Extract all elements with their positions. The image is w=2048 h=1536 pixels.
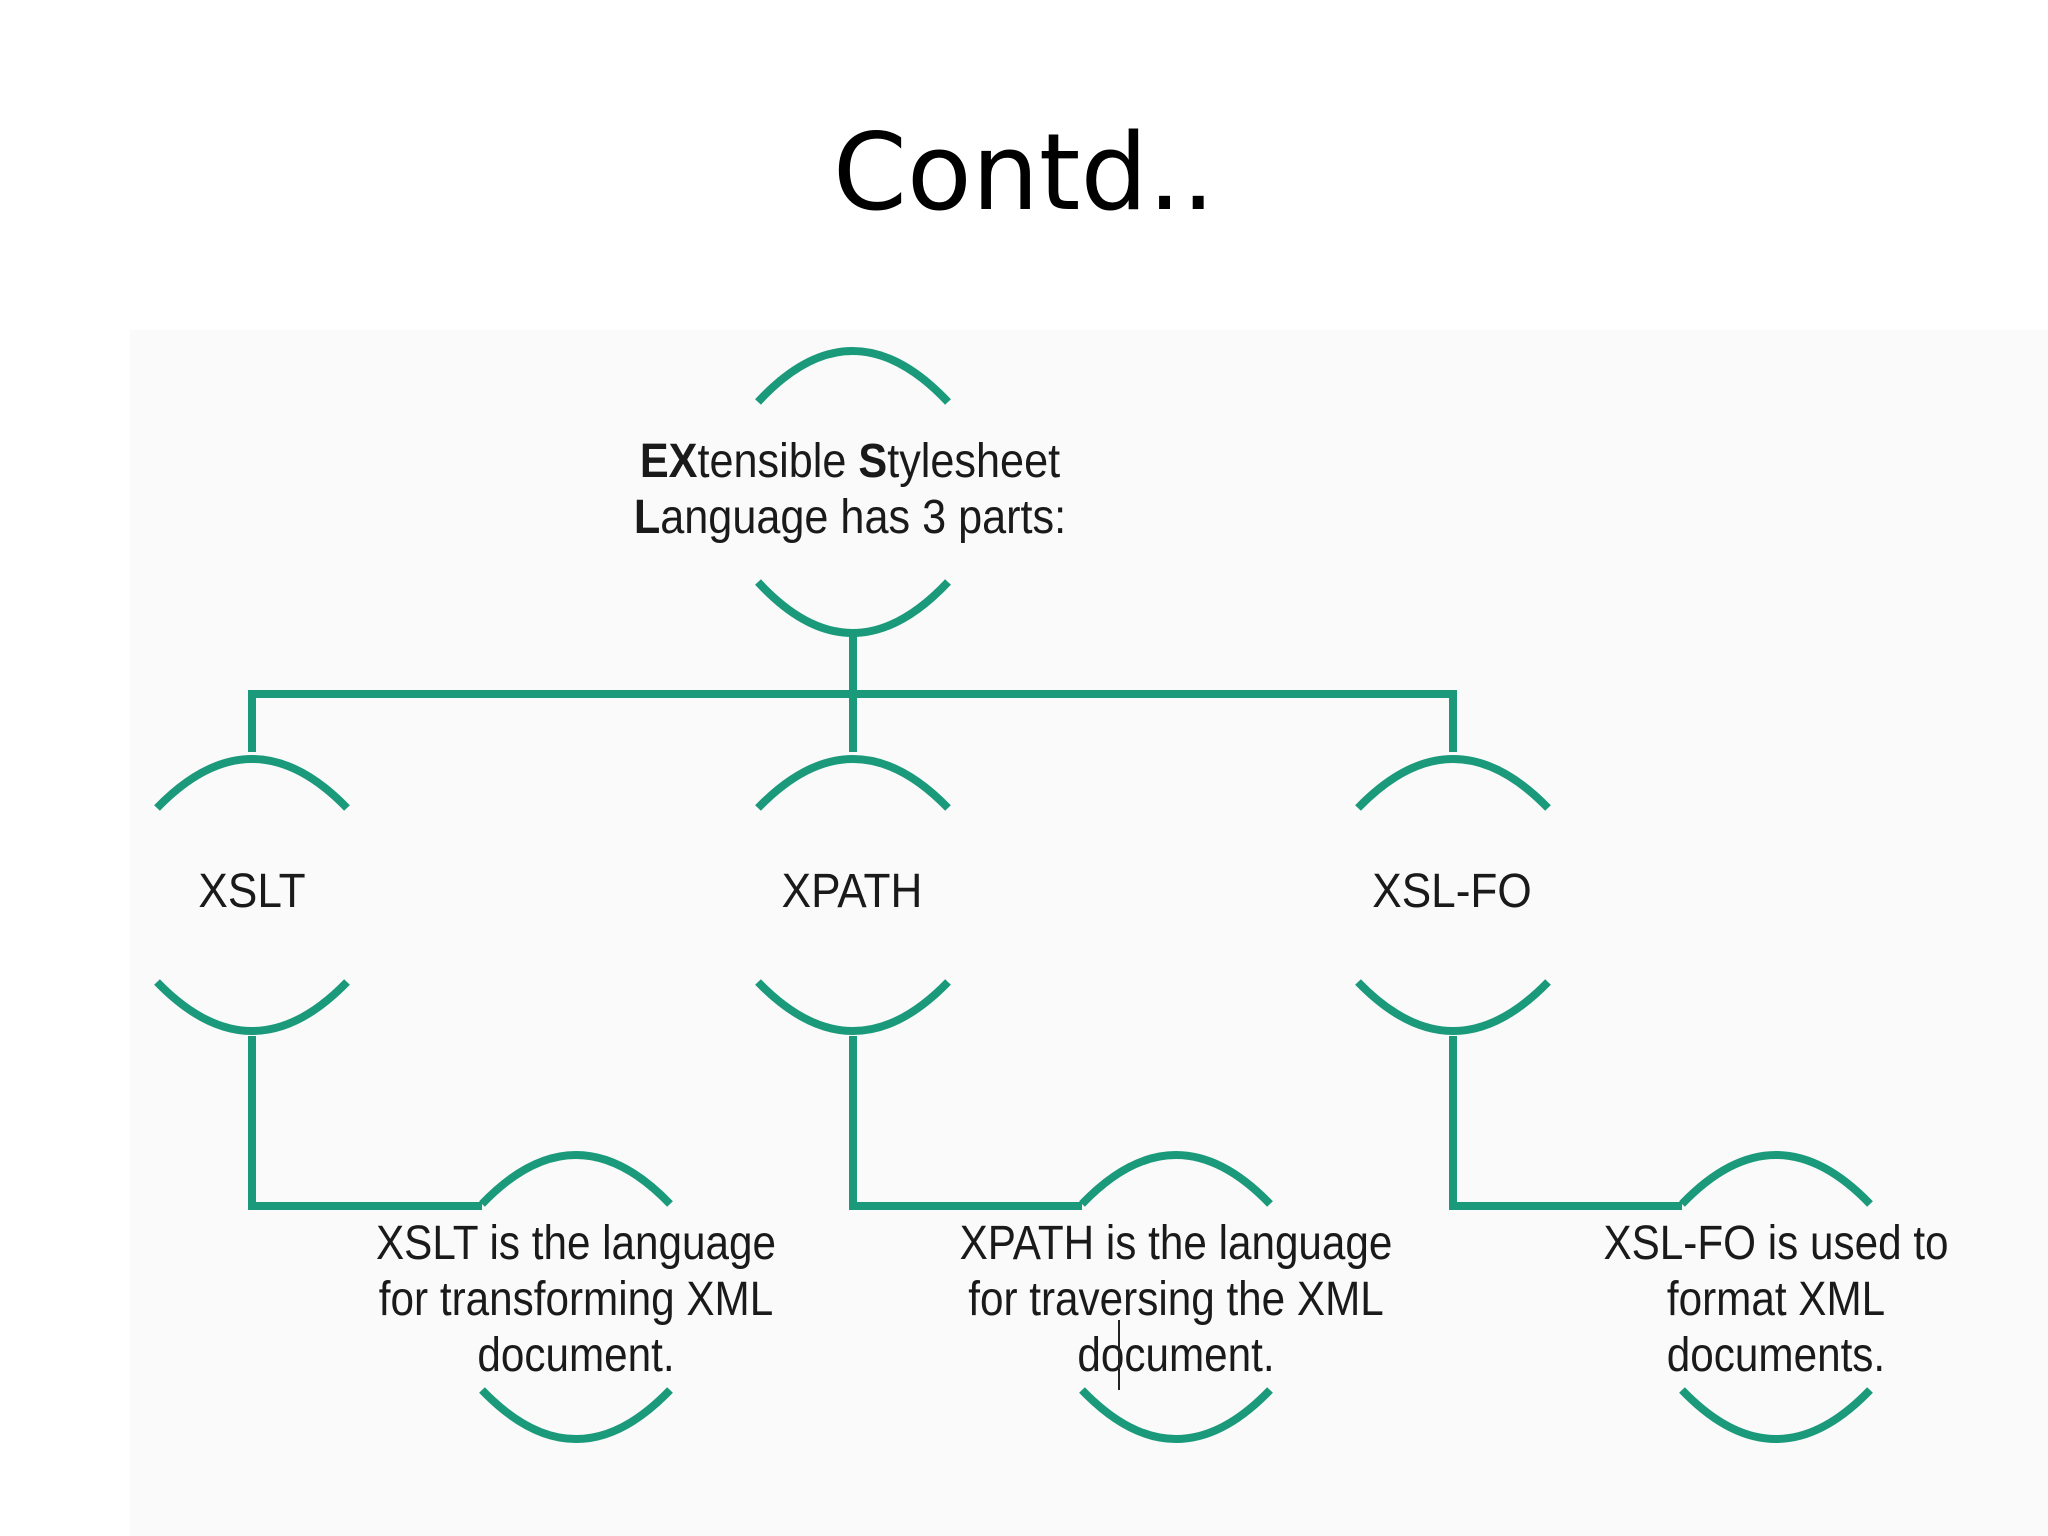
- xslt-node-bottom-arc: [154, 979, 350, 1035]
- root-node-line-1: EXtensible Stylesheet: [639, 435, 1061, 488]
- xpath-description-line: document.: [1077, 1329, 1275, 1382]
- xslt-description-line: XSLT is the language: [375, 1217, 776, 1270]
- xslt-description-line: for transforming XML: [378, 1273, 774, 1326]
- xslfo-description-line: XSL-FO is used to: [1603, 1217, 1949, 1270]
- xslt-description: XSLT is the language for transforming XM…: [347, 1216, 805, 1384]
- root-node-line-2: Language has 3 parts:: [633, 491, 1067, 544]
- xslt-desc-top-arc: [479, 1151, 673, 1207]
- xslt-desc-bottom-arc: [479, 1387, 673, 1443]
- xslt-node-top-arc: [154, 755, 350, 811]
- root-node-top-arc: [755, 347, 951, 405]
- xslfo-description: XSL-FO is used to format XML documents.: [1547, 1216, 2005, 1384]
- xslt-elbow-connector: [248, 1036, 482, 1210]
- xpath-node-top-arc: [755, 755, 951, 811]
- xslfo-description-line: format XML: [1666, 1273, 1886, 1326]
- xpath-description-line: XPATH is the language: [959, 1217, 1393, 1270]
- xpath-elbow-connector: [849, 1036, 1082, 1210]
- diagram-panel: [130, 330, 2048, 1536]
- xpath-description: XPATH is the language for traversing the…: [947, 1216, 1405, 1384]
- text-cursor: [1118, 1320, 1120, 1390]
- xslfo-desc-top-arc: [1679, 1151, 1873, 1207]
- part-xslfo-label: XSL-FO: [1372, 865, 1532, 918]
- part-xpath-label: XPATH: [781, 865, 923, 918]
- xpath-node-bottom-arc: [755, 979, 951, 1035]
- xslfo-node-top-arc: [1355, 755, 1551, 811]
- xpath-desc-bottom-arc: [1079, 1387, 1273, 1443]
- xpath-desc-top-arc: [1079, 1151, 1273, 1207]
- xslfo-node-bottom-arc: [1355, 979, 1551, 1035]
- xslt-description-line: document.: [477, 1329, 675, 1382]
- xslfo-elbow-connector: [1449, 1036, 1682, 1210]
- slide-title: Contd..: [832, 111, 1216, 234]
- part-xslt-label: XSLT: [198, 865, 306, 918]
- xpath-description-line: for traversing the XML: [968, 1273, 1384, 1326]
- root-node-bottom-arc: [755, 579, 951, 637]
- root-node-text: EXtensible Stylesheet Language has 3 par…: [589, 434, 1111, 546]
- xslfo-description-line: documents.: [1666, 1329, 1886, 1382]
- xslfo-desc-bottom-arc: [1679, 1387, 1873, 1443]
